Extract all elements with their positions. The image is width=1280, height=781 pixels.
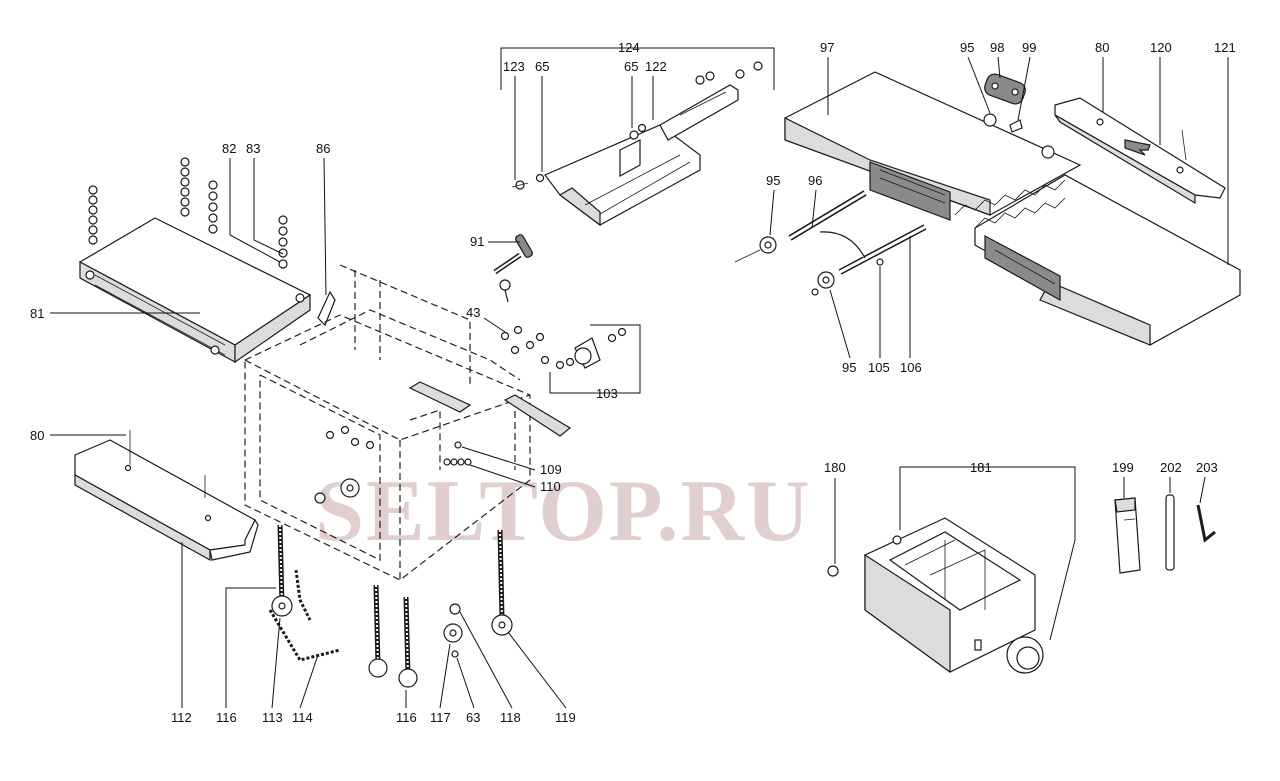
bolt-cluster-43 [500, 325, 550, 365]
nut-stack-center [180, 157, 190, 217]
planer-table-121 [974, 174, 1241, 346]
planer-table-97 [784, 71, 1082, 221]
callout-109: 109 [540, 462, 562, 477]
screw-180-a [892, 535, 902, 545]
callout-95b: 95 [766, 173, 780, 188]
guard-112 [74, 430, 259, 562]
tool-203 [1196, 504, 1216, 543]
nut-stack-82-83 [278, 215, 288, 269]
callout-95c: 95 [842, 360, 856, 375]
callout-121: 121 [1214, 40, 1236, 55]
callout-65a: 65 [535, 59, 549, 74]
callout-105: 105 [868, 360, 890, 375]
frame-screws [314, 425, 375, 504]
tool-199 [1114, 497, 1141, 574]
lead-screw-116-left [271, 524, 293, 617]
callout-180: 180 [824, 460, 846, 475]
machine-frame [244, 264, 531, 581]
callout-120: 120 [1150, 40, 1172, 55]
dust-hood-181 [864, 517, 1044, 674]
callout-123: 123 [503, 59, 525, 74]
lead-screw-116-center [368, 584, 418, 688]
callout-97: 97 [820, 40, 834, 55]
callout-96: 96 [808, 173, 822, 188]
screw-180-b [827, 565, 839, 577]
tool-202 [1165, 494, 1175, 571]
callout-83: 83 [246, 141, 260, 156]
crank-handle-91 [493, 234, 533, 303]
thickness-table-81 [78, 217, 312, 364]
callout-103: 103 [596, 386, 618, 401]
knob-98 [984, 73, 1026, 105]
callout-110: 110 [540, 479, 561, 494]
adjuster-103 [555, 327, 627, 370]
callout-118: 118 [500, 710, 521, 725]
callout-91: 91 [470, 234, 484, 249]
slide-rail-right [503, 394, 572, 437]
guard-120 [1054, 97, 1226, 205]
callout-199: 199 [1112, 460, 1134, 475]
callout-63: 63 [466, 710, 480, 725]
bracket-assembly-124 [500, 47, 775, 227]
cutter-teeth [954, 179, 1066, 229]
callout-65b: 65 [624, 59, 638, 74]
slide-rail-left [408, 381, 472, 413]
washer-95-top [983, 113, 997, 127]
nut-stack-left [88, 185, 98, 245]
callout-119: 119 [555, 710, 576, 725]
sprocket-117-118 [443, 603, 463, 658]
washer-group-109-110 [443, 441, 472, 466]
callout-81: 81 [30, 306, 44, 321]
callout-95a: 95 [960, 40, 974, 55]
callout-113: 113 [262, 710, 283, 725]
part-86 [317, 290, 336, 327]
callout-98: 98 [990, 40, 1004, 55]
callout-43: 43 [466, 305, 480, 320]
part-99 [1009, 119, 1023, 133]
callout-112: 112 [171, 710, 192, 725]
callout-203: 203 [1196, 460, 1218, 475]
callout-80b: 80 [30, 428, 44, 443]
callout-106: 106 [900, 360, 922, 375]
callout-202: 202 [1160, 460, 1182, 475]
callout-116a: 116 [216, 710, 237, 725]
watermark: SELTOP.RU [315, 463, 812, 560]
nut-table [1041, 145, 1055, 159]
callout-86: 86 [316, 141, 330, 156]
callout-117: 117 [430, 710, 451, 725]
lead-screw-119 [491, 529, 513, 636]
nut-stack-right [208, 180, 218, 234]
callout-82: 82 [222, 141, 236, 156]
callout-99: 99 [1022, 40, 1036, 55]
callout-124: 124 [618, 40, 640, 55]
callout-114: 114 [292, 710, 313, 725]
roller-assembly [734, 190, 927, 296]
callout-80a: 80 [1095, 40, 1109, 55]
callout-122: 122 [645, 59, 667, 74]
chain-114 [268, 569, 341, 662]
callout-116b: 116 [396, 710, 417, 725]
